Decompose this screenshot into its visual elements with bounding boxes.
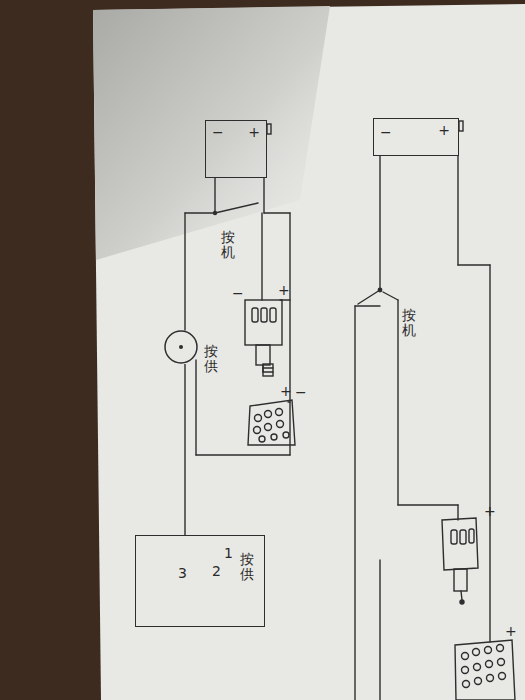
terminal-sign: + [278, 283, 290, 298]
node-text: − [380, 125, 392, 140]
motor-symbol [245, 300, 282, 376]
terminal-sign: − [295, 385, 307, 400]
node-text: 1 [224, 546, 233, 561]
node-text: 按供 [240, 552, 254, 583]
switch-label: 按机 [221, 230, 235, 261]
node-text: + [438, 123, 450, 138]
terminal-sign: + [505, 624, 517, 639]
circle-outline [164, 330, 198, 364]
motor-symbol [442, 518, 478, 604]
switch-blade [358, 290, 380, 304]
node-text: − [212, 125, 224, 140]
battery-terminal [267, 124, 271, 134]
terminal-sign: + [280, 384, 292, 399]
speaker-symbol [248, 400, 295, 445]
speaker-symbol [455, 640, 515, 700]
wiring [185, 121, 515, 700]
terminal-sign: − [232, 286, 244, 301]
node-text: 3 [178, 566, 187, 581]
button-circle: 按供 [164, 330, 198, 364]
switch-label: 按机 [402, 308, 416, 339]
battery-terminal [459, 121, 463, 131]
wire-connector [185, 364, 186, 535]
switch-blade [215, 203, 258, 213]
terminal-sign: + [484, 504, 496, 519]
battery-box: −+ [205, 120, 267, 178]
battery-box: −+ [373, 118, 459, 156]
node-text: 按供 [204, 344, 218, 375]
button-box: 12 3 按供 [135, 535, 265, 627]
node-text: + [248, 125, 260, 140]
node-text: 2 [212, 564, 221, 579]
